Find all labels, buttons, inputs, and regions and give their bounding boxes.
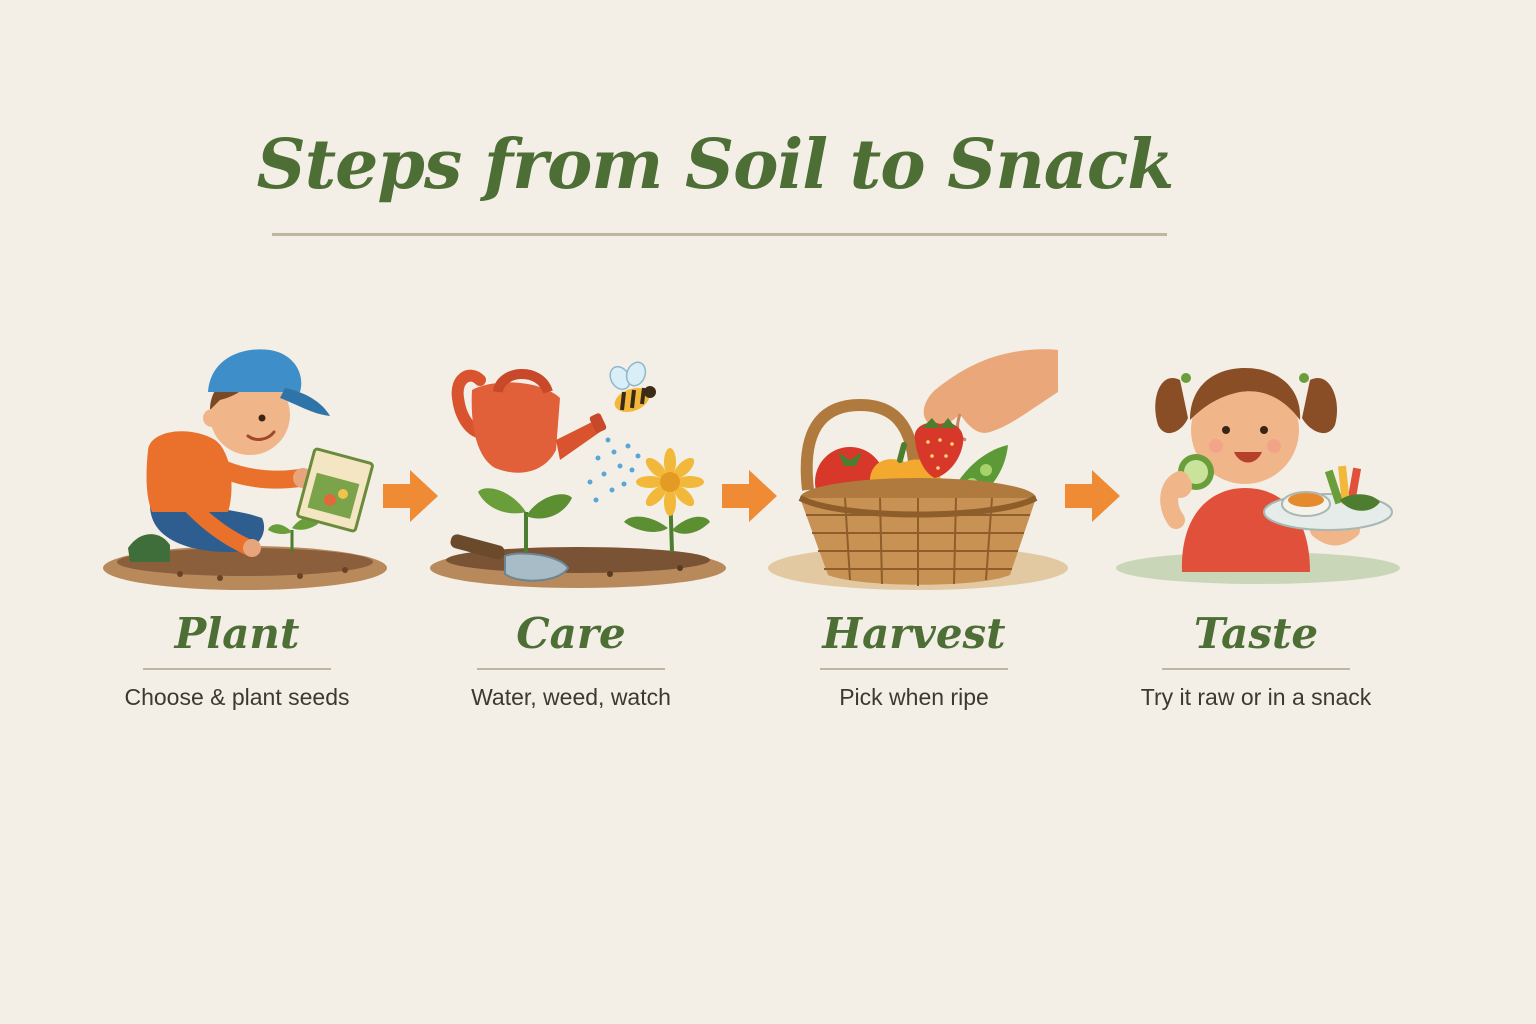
child-planting-icon	[128, 349, 330, 562]
snack-plate-icon	[1263, 465, 1393, 546]
step-harvest: Harvest Pick when ripe	[764, 606, 1064, 711]
water-drops-icon	[587, 437, 641, 503]
step-title: Plant	[174, 609, 300, 658]
watering-can-icon	[451, 369, 607, 473]
strawberry-icon	[914, 418, 964, 478]
step-title: Taste	[1193, 609, 1319, 658]
title-divider	[272, 233, 1167, 236]
step-taste: Taste Try it raw or in a snack	[1106, 606, 1406, 711]
care-illustration	[430, 361, 726, 588]
step-plant: Plant Choose & plant seeds	[87, 606, 387, 711]
seed-packet-icon	[296, 447, 374, 533]
step-divider	[143, 668, 331, 670]
harvest-illustration	[768, 349, 1068, 590]
step-divider	[820, 668, 1008, 670]
step-title: Care	[516, 609, 626, 658]
basket-icon	[798, 478, 1038, 586]
sunflower-icon	[624, 448, 710, 553]
step-description: Choose & plant seeds	[124, 684, 350, 710]
step-title: Harvest	[822, 609, 1006, 658]
step-description: Water, weed, watch	[471, 684, 671, 710]
arrow-icon	[722, 470, 777, 522]
trowel-icon	[450, 534, 570, 582]
bee-icon	[609, 361, 656, 413]
arrow-icon	[383, 470, 438, 522]
taste-illustration	[1116, 368, 1400, 584]
step-divider	[477, 668, 665, 670]
step-care: Care Water, weed, watch	[421, 606, 721, 711]
step-description: Try it raw or in a snack	[1140, 684, 1372, 710]
step-divider	[1162, 668, 1350, 670]
plant-illustration	[103, 349, 387, 590]
page-title: Steps from Soil to Snack	[256, 125, 1175, 205]
sprout-icon	[478, 488, 572, 552]
arrow-icon	[1065, 470, 1120, 522]
step-description: Pick when ripe	[839, 684, 989, 710]
